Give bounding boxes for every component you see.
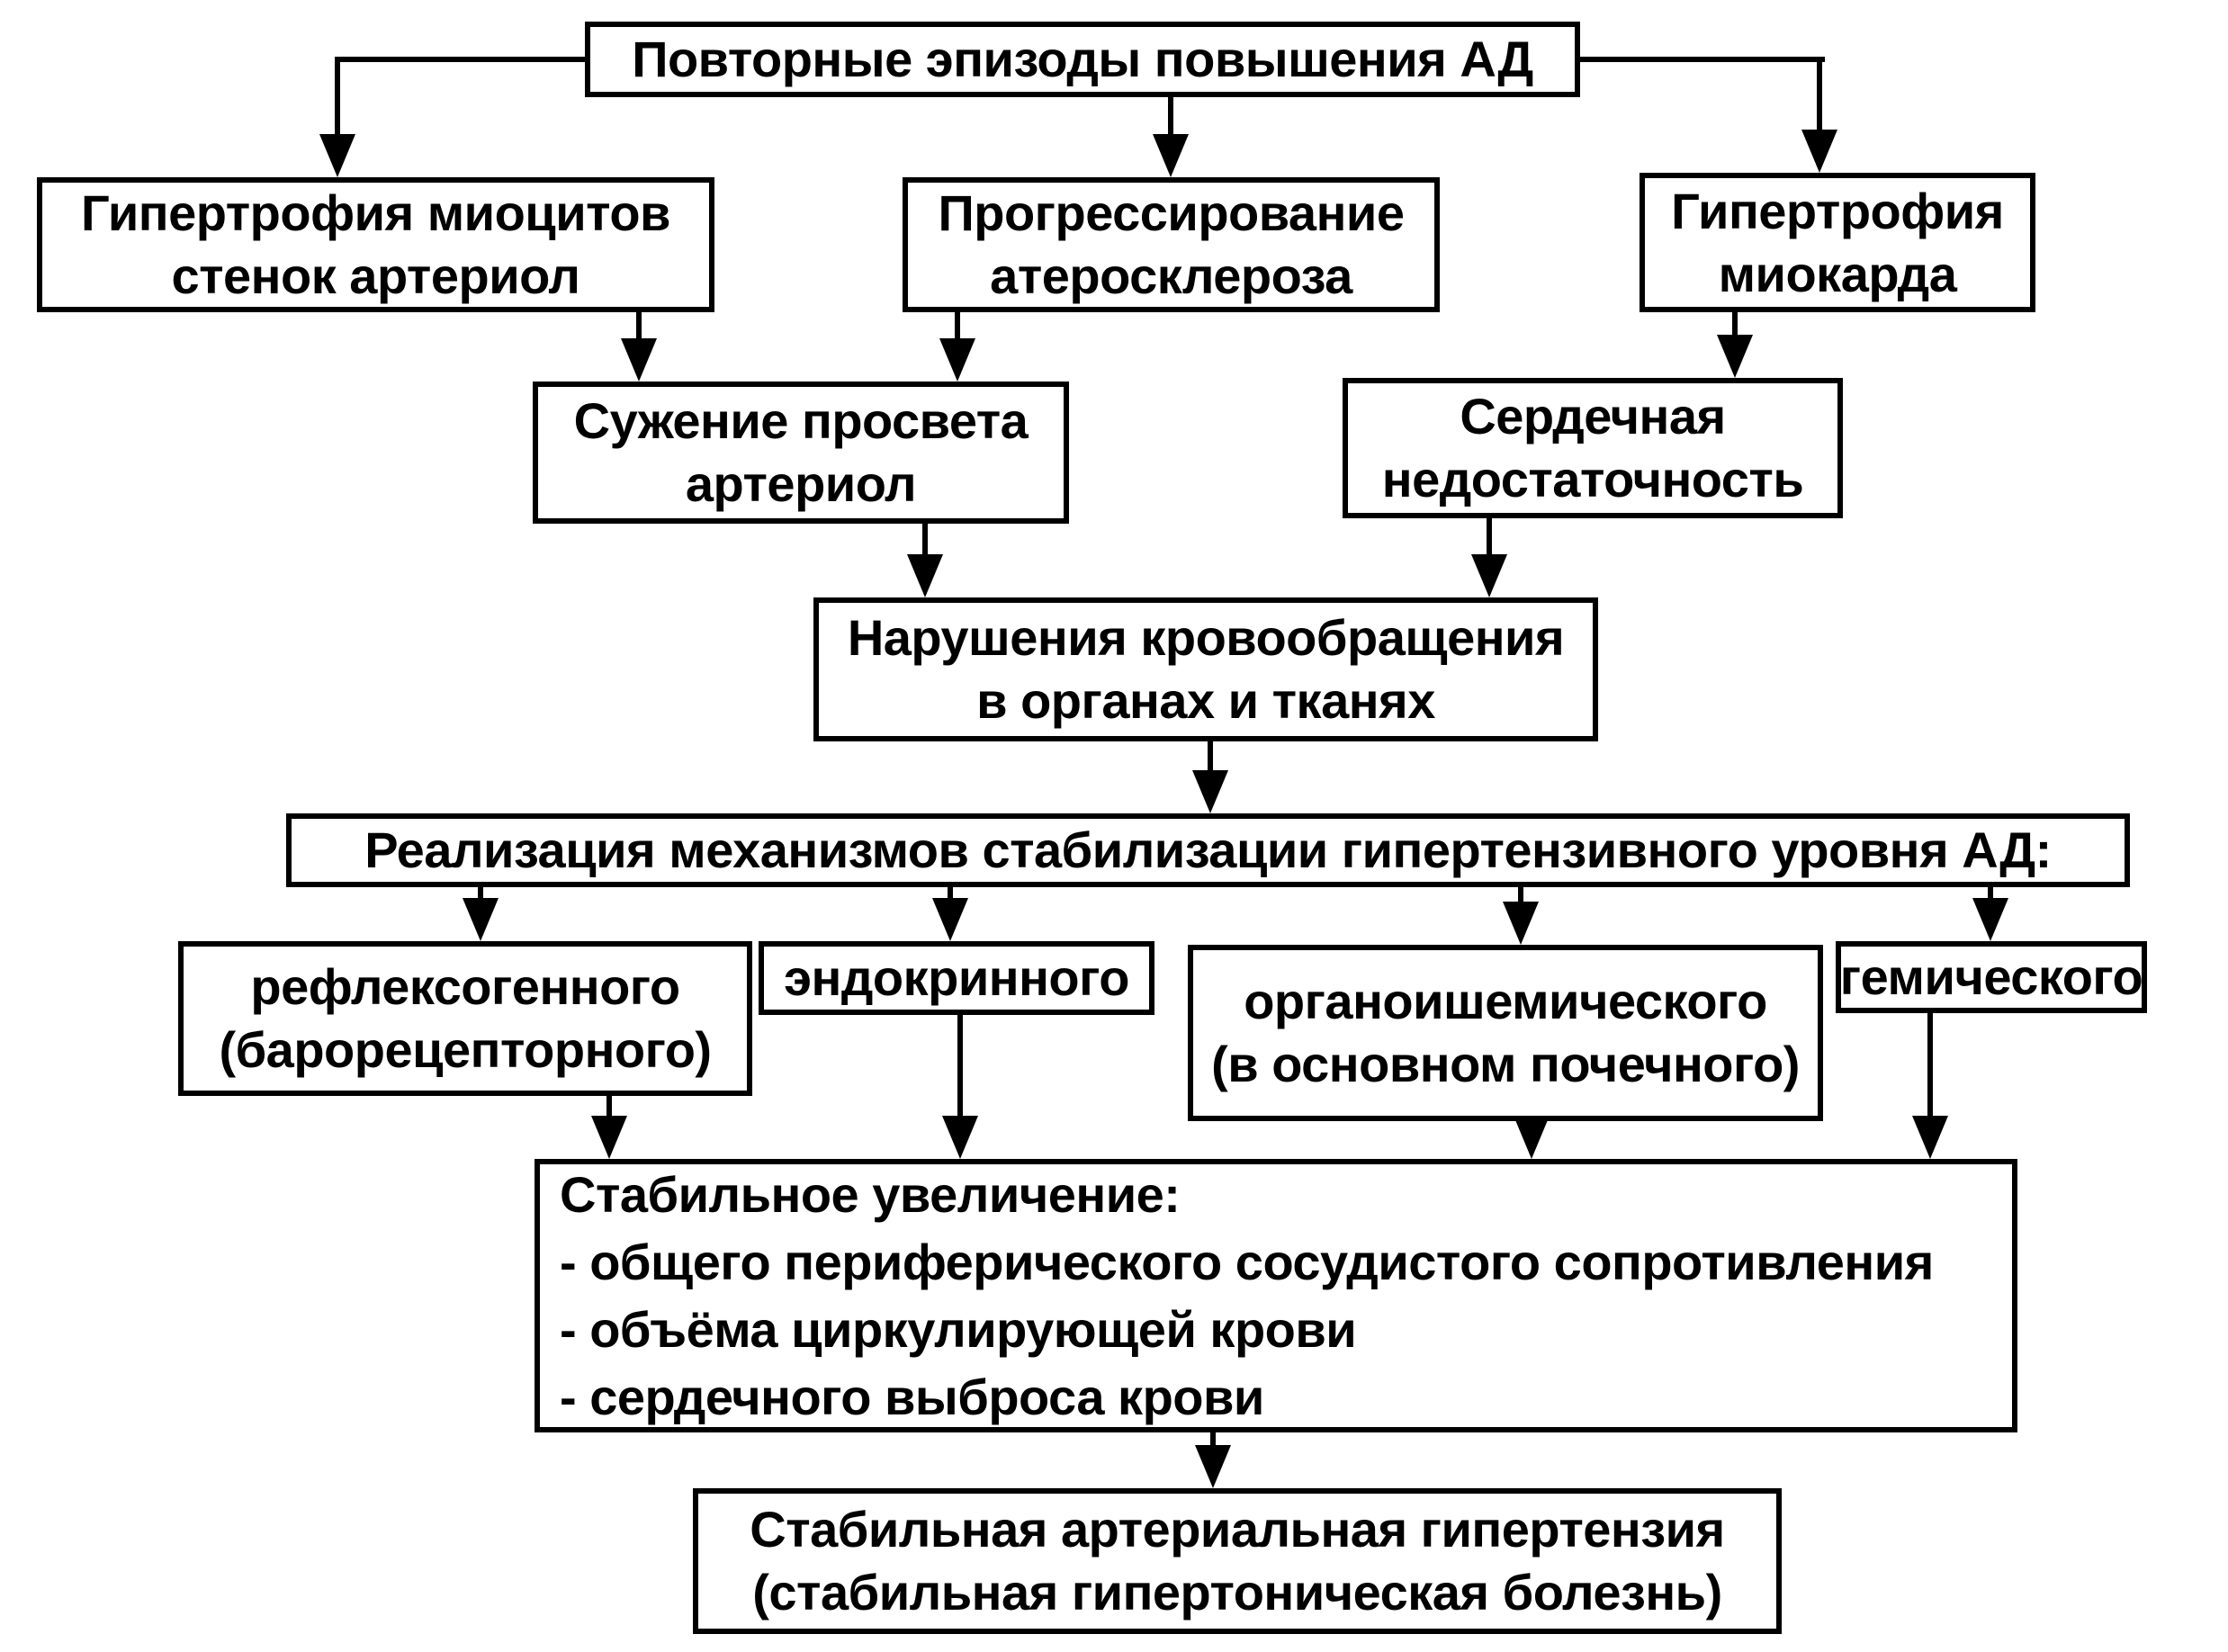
node-text: Сердечная bbox=[1460, 388, 1726, 444]
node-text: - объёма циркулирующей крови bbox=[560, 1301, 1357, 1358]
node-text: - общего периферического сосудистого соп… bbox=[560, 1234, 1934, 1290]
arrow-r7-to-r8-head bbox=[1195, 1445, 1231, 1488]
node-text: Гипертрофия миоцитов bbox=[81, 184, 670, 241]
arrow-top-to-r2b-shaft bbox=[1168, 97, 1173, 143]
arrow-r7-to-r8-shaft bbox=[1210, 1432, 1216, 1454]
arrow-top-to-r2b-head bbox=[1153, 134, 1189, 177]
node-text: атеросклероза bbox=[990, 247, 1352, 304]
node-stable-increase: Стабильное увеличение: - общего перифери… bbox=[535, 1159, 2017, 1432]
node-endocrine: эндокринного bbox=[759, 941, 1154, 1015]
arrow-r3a-to-r4-head bbox=[907, 554, 943, 597]
arrow-top-to-r2a-head bbox=[319, 134, 355, 177]
arrow-r2a-to-r3a-head bbox=[621, 338, 657, 382]
node-text: Сужение просвета bbox=[573, 392, 1029, 449]
arrow-r3b-to-r4-head bbox=[1471, 554, 1507, 597]
arrow-r5-to-r6b-shaft bbox=[948, 887, 953, 907]
elbow-top-right bbox=[1575, 57, 1825, 62]
arrow-r5-to-r6d-shaft bbox=[1988, 887, 1993, 907]
node-organo-ischemic: органоишемического (в основном почечного… bbox=[1188, 945, 1823, 1121]
arrow-r2c-to-r3b-head bbox=[1717, 335, 1753, 378]
node-arteriole-lumen-narrowing: Сужение просвета артериол bbox=[533, 382, 1069, 524]
node-arteriole-myocyte-hypertrophy: Гипертрофия миоцитов стенок артериол bbox=[37, 177, 714, 312]
node-text: эндокринного bbox=[784, 949, 1129, 1006]
node-text: - сердечного выброса крови bbox=[560, 1369, 1264, 1425]
arrow-r5-to-r6d-head bbox=[1972, 898, 2008, 941]
arrow-r2a-to-r3a-shaft bbox=[636, 312, 642, 347]
node-text: Стабильная артериальная гипертензия bbox=[750, 1501, 1725, 1558]
arrow-r4-to-r5-head bbox=[1192, 770, 1228, 813]
node-text: Реализация механизмов стабилизации гипер… bbox=[364, 822, 2052, 878]
arrow-top-to-r2c-shaft bbox=[1817, 57, 1822, 139]
node-text: миокарда bbox=[1718, 245, 1957, 302]
arrow-r2b-to-r3a-shaft bbox=[955, 312, 960, 347]
arrow-r6d-to-r7-shaft bbox=[1927, 1013, 1933, 1125]
node-heart-failure: Сердечная недостаточность bbox=[1343, 378, 1843, 518]
node-repeated-episodes-bp: Повторные эпизоды повышения АД bbox=[585, 22, 1580, 97]
node-text: недостаточность bbox=[1381, 451, 1804, 507]
node-text: (стабильная гипертоническая болезнь) bbox=[752, 1564, 1722, 1621]
arrow-r6a-to-r7-head bbox=[591, 1116, 627, 1159]
arrow-r6d-to-r7-head bbox=[1912, 1116, 1948, 1159]
node-text: Стабильное увеличение: bbox=[560, 1166, 1181, 1223]
node-text: Повторные эпизоды повышения АД bbox=[632, 31, 1533, 87]
arrow-r3a-to-r4-shaft bbox=[922, 524, 928, 563]
arrow-r3b-to-r4-shaft bbox=[1487, 518, 1492, 563]
node-text: органоишемического bbox=[1244, 973, 1767, 1029]
arrow-r2b-to-r3a-head bbox=[939, 338, 975, 382]
node-reflexogenic: рефлексогенного (барорецепторного) bbox=[178, 941, 752, 1096]
node-atherosclerosis-progression: Прогрессирование атеросклероза bbox=[903, 177, 1440, 312]
arrow-r4-to-r5-shaft bbox=[1208, 741, 1213, 779]
arrow-r6c-to-r7-head bbox=[1514, 1116, 1550, 1159]
node-text: Нарушения кровообращения bbox=[847, 609, 1565, 666]
node-text: в органах и тканях bbox=[976, 672, 1435, 729]
arrow-r5-to-r6b-head bbox=[932, 898, 968, 941]
node-text: артериол bbox=[685, 455, 917, 512]
arrow-r6b-to-r7-head bbox=[942, 1116, 978, 1159]
node-text: (барорецепторного) bbox=[219, 1021, 712, 1078]
node-text: гемического bbox=[1839, 948, 2143, 1005]
arrow-r6a-to-r7-shaft bbox=[606, 1096, 612, 1125]
node-circulation-disorders: Нарушения кровообращения в органах и тка… bbox=[813, 597, 1598, 741]
arrow-r5-to-r6c-head bbox=[1503, 902, 1539, 945]
node-hemic: гемического bbox=[1836, 941, 2147, 1013]
arrow-top-to-r2a-shaft bbox=[335, 57, 340, 143]
arrow-r5-to-r6a-shaft bbox=[478, 887, 483, 907]
node-text: стенок артериол bbox=[171, 247, 580, 304]
node-stabilization-mechanisms: Реализация механизмов стабилизации гипер… bbox=[286, 813, 2130, 887]
node-text: Прогрессирование bbox=[938, 184, 1405, 241]
arrow-r2c-to-r3b-shaft bbox=[1732, 312, 1738, 344]
node-stable-arterial-hypertension: Стабильная артериальная гипертензия (ста… bbox=[693, 1488, 1782, 1634]
arrow-top-to-r2c-head bbox=[1801, 130, 1837, 173]
elbow-top-left bbox=[335, 57, 590, 62]
arrow-r5-to-r6c-shaft bbox=[1518, 887, 1523, 911]
arrow-r6b-to-r7-shaft bbox=[957, 1015, 963, 1125]
arrow-r5-to-r6a-head bbox=[463, 898, 499, 941]
node-text: рефлексогенного bbox=[250, 958, 680, 1015]
node-myocardial-hypertrophy: Гипертрофия миокарда bbox=[1640, 173, 2035, 312]
node-text: (в основном почечного) bbox=[1211, 1036, 1800, 1092]
node-text: Гипертрофия bbox=[1671, 182, 2004, 239]
